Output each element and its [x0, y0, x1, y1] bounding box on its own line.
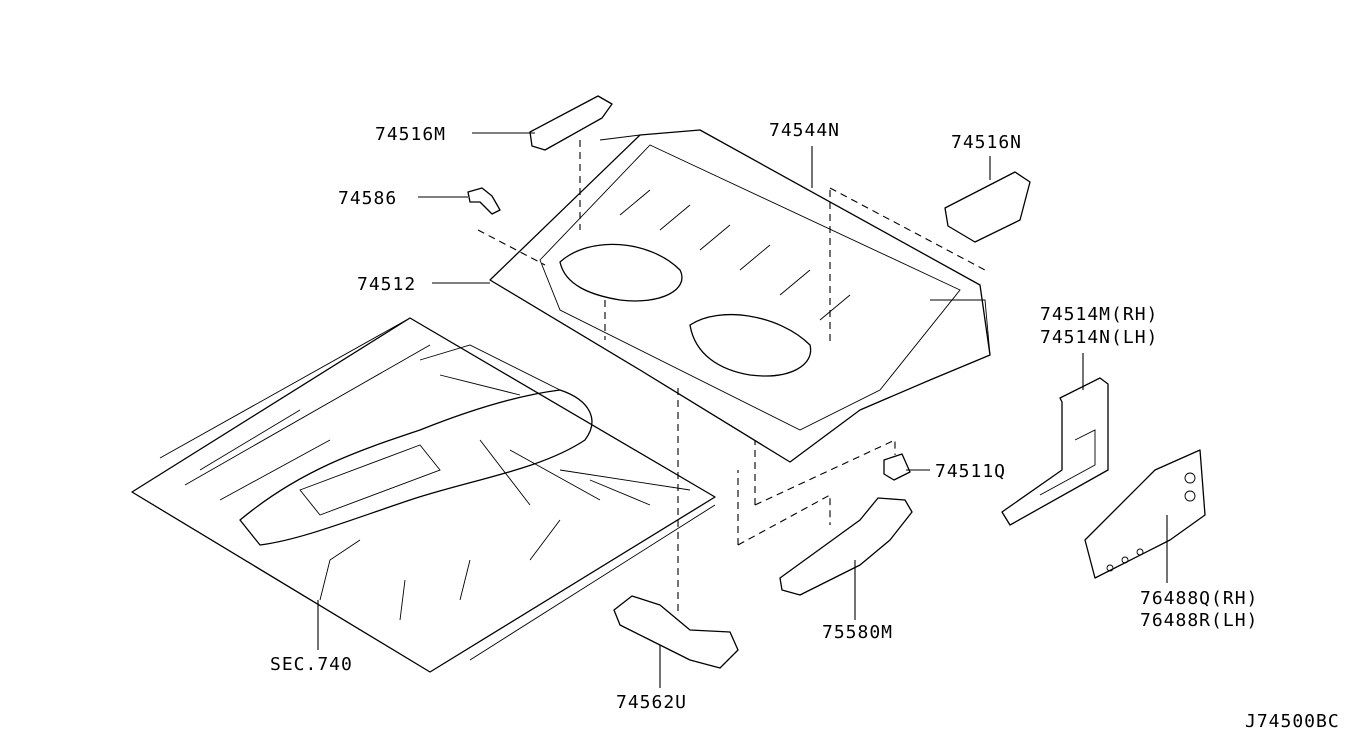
- label-74514M: 74514M(RH): [1040, 304, 1158, 325]
- label-75580M: 75580M: [822, 622, 893, 643]
- label-sec-740: SEC.740: [270, 654, 353, 675]
- label-74516N: 74516N: [951, 132, 1022, 153]
- part-74516M-shape: [529, 95, 613, 151]
- label-76488Q: 76488Q(RH): [1140, 588, 1258, 609]
- label-76488R: 76488R(LH): [1140, 610, 1258, 631]
- part-74516N-shape: [944, 171, 1031, 243]
- label-74511Q: 74511Q: [935, 461, 1006, 482]
- part-75580M-shape: [779, 497, 913, 596]
- part-76488-shape: [1084, 449, 1206, 579]
- label-74512: 74512: [357, 274, 416, 295]
- part-74562U-shape: [613, 595, 739, 669]
- label-74562U: 74562U: [616, 692, 687, 713]
- label-74586: 74586: [338, 188, 397, 209]
- front-floor-panel: [131, 317, 716, 673]
- label-74544N: 74544N: [769, 120, 840, 141]
- rear-floor-panel: [489, 129, 991, 463]
- part-74511Q-shape: [883, 453, 911, 481]
- diagram-code: J74500BC: [1245, 711, 1340, 732]
- label-74516M: 74516M: [375, 124, 446, 145]
- part-74586-shape: [467, 187, 501, 215]
- part-74514-shape: [1001, 377, 1109, 526]
- label-74514N: 74514N(LH): [1040, 327, 1158, 348]
